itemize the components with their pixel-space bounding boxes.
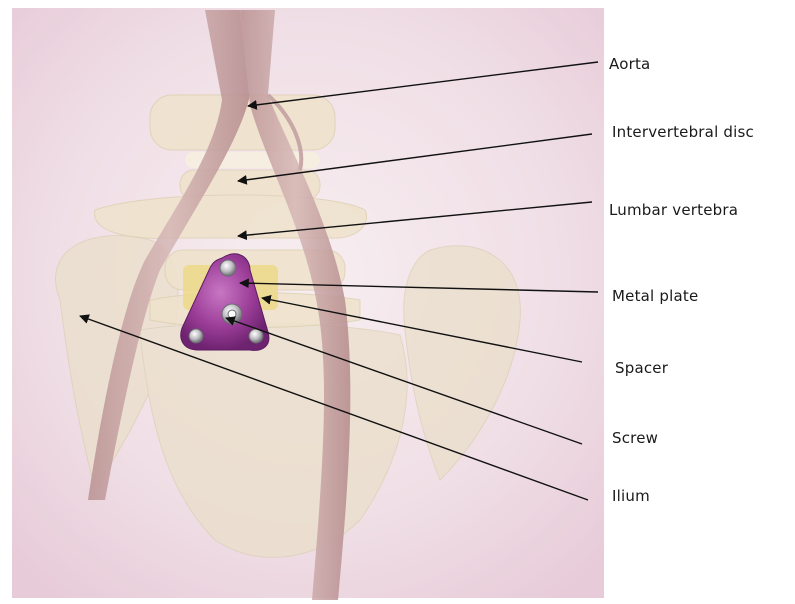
label-intervertebral-disc: Intervertebral disc bbox=[612, 122, 772, 143]
label-lumbar-vertebra: Lumbar vertebra bbox=[609, 200, 738, 221]
label-metal-plate: Metal plate bbox=[612, 286, 698, 307]
label-aorta: Aorta bbox=[609, 54, 650, 75]
label-spacer: Spacer bbox=[615, 358, 668, 379]
label-ilium: Ilium bbox=[612, 486, 650, 507]
label-screw: Screw bbox=[612, 428, 658, 449]
